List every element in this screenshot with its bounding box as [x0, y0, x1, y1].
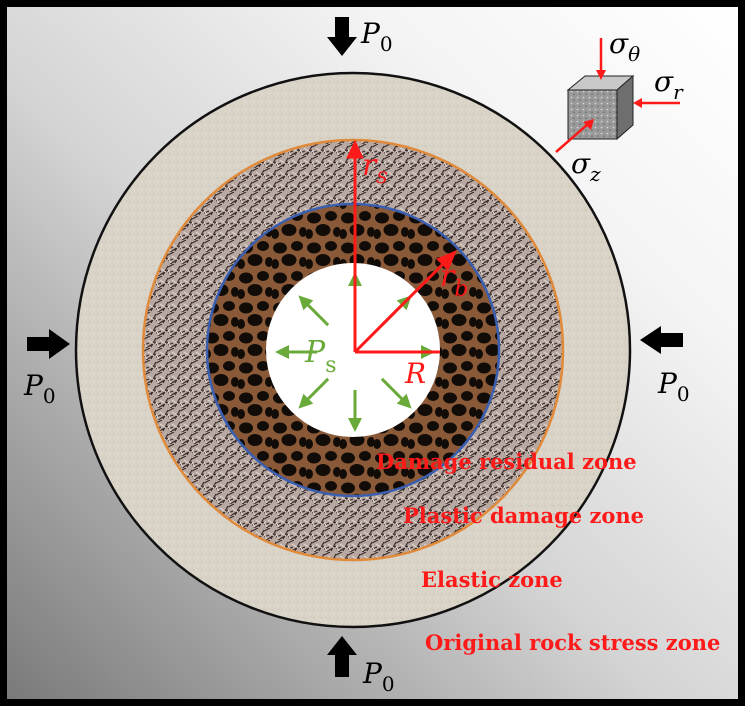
support-arrowhead-south-west [298, 393, 314, 409]
zone-label-damage-residual: Damage residual zone [376, 449, 637, 474]
label-Ps: Ps [304, 335, 336, 378]
support-arrowhead-south-east [396, 393, 412, 409]
support-arrowhead-west [275, 345, 289, 359]
radius-rs-arrowhead [346, 139, 364, 159]
load-arrow-bottom [327, 636, 357, 677]
load-arrow-right [640, 326, 683, 354]
cube-front-face [567, 89, 618, 140]
label-sigma-r: σr [654, 65, 684, 104]
radius-rb-arrowhead [436, 250, 457, 271]
zone-label-original-rock-stress: Original rock stress zone [425, 630, 720, 655]
label-sigma-z: σz [571, 147, 601, 186]
radius-arrows [346, 139, 457, 354]
radius-rb-arrow [353, 255, 452, 354]
zone-label-plastic-damage: Plastic damage zone [403, 503, 644, 528]
label-rs: rs [362, 148, 388, 189]
load-label-top: P0 [360, 17, 393, 56]
load-label-left: P0 [23, 369, 56, 408]
label-sigma-theta: σθ [609, 27, 640, 66]
zone-label-elastic: Elastic zone [421, 567, 563, 592]
load-arrow-top [327, 17, 357, 56]
label-rb: rb [440, 259, 468, 302]
support-arrowhead-south [348, 418, 362, 432]
label-R: R [404, 357, 426, 390]
load-label-bottom: P0 [362, 657, 395, 696]
support-arrowhead-north-west [298, 295, 314, 311]
load-label-right: P0 [657, 367, 690, 406]
tunnel-opening [266, 263, 440, 437]
stress-element-cube [555, 38, 680, 153]
load-arrow-left [27, 329, 70, 359]
